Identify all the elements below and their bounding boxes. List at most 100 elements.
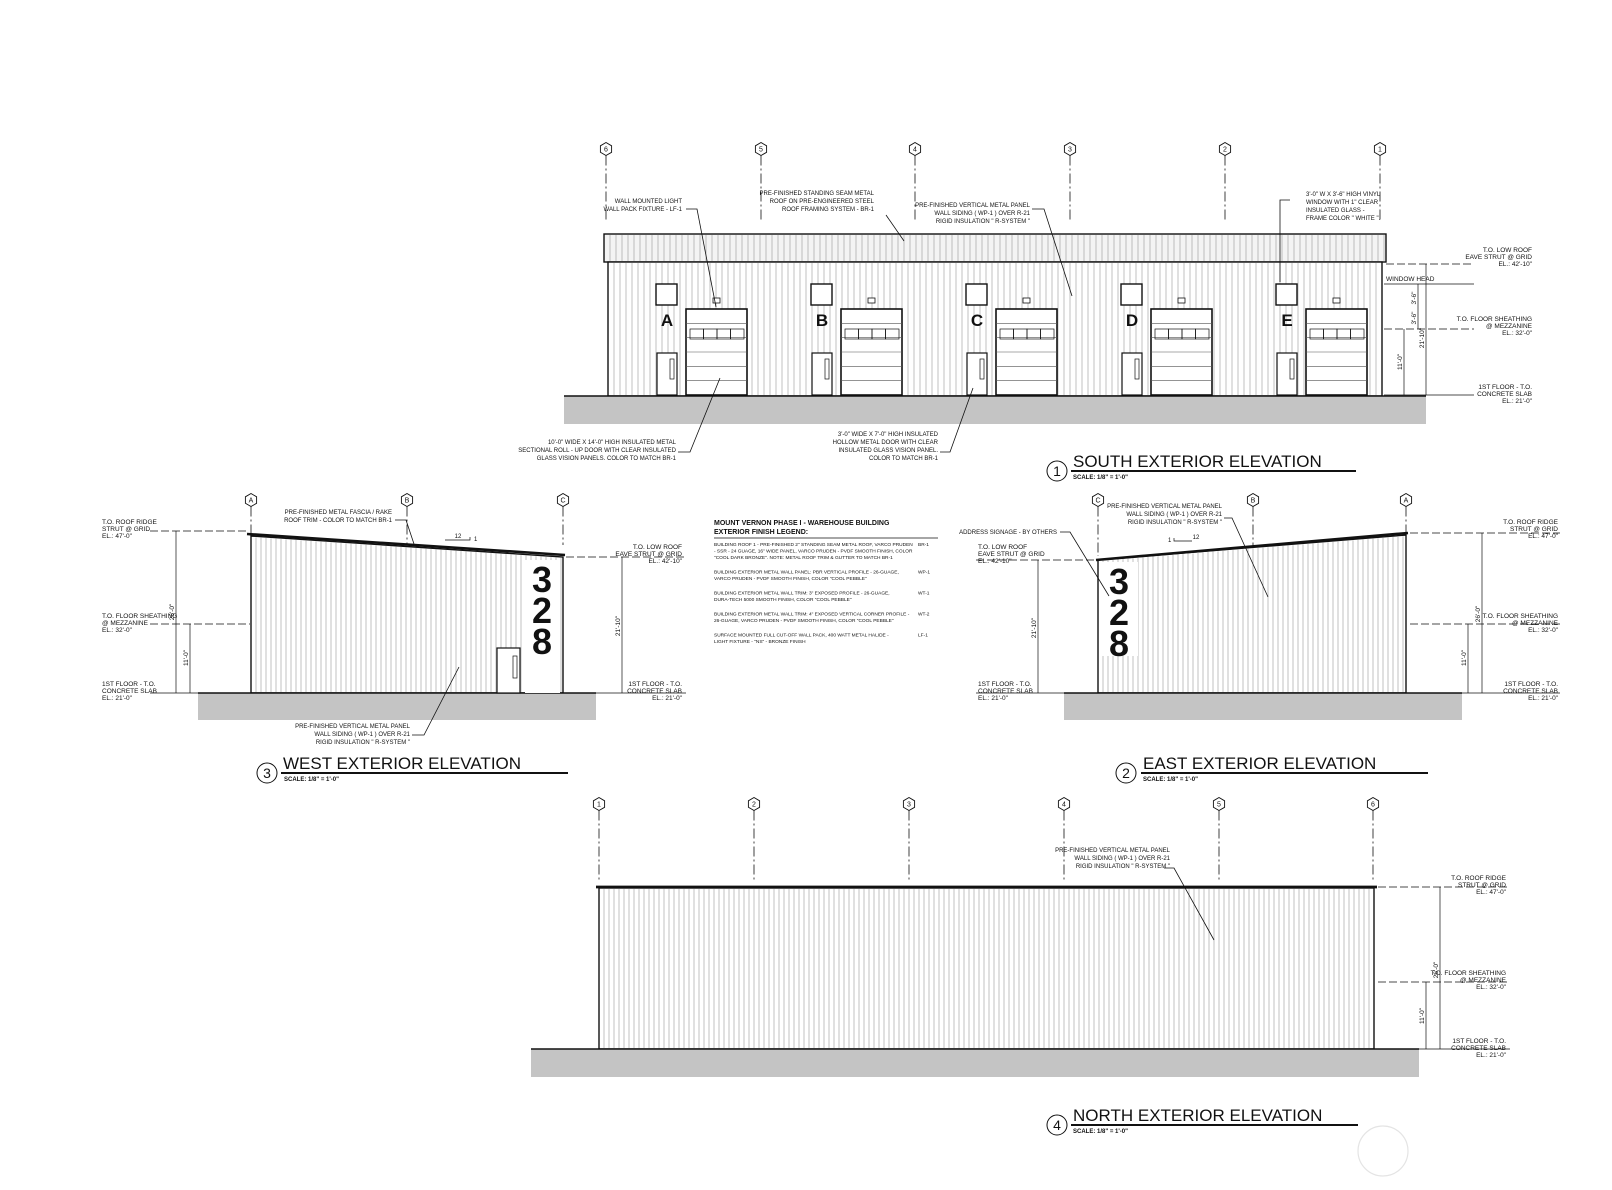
- east-title: EAST EXTERIOR ELEVATION: [1143, 754, 1376, 773]
- west-dim-3: 21'-10": [615, 615, 622, 636]
- sheet-mark-circle: [1357, 1125, 1409, 1177]
- north-title-bubble: [1046, 1114, 1068, 1136]
- south-level-lines: [1384, 263, 1474, 396]
- east-pitch-rise: 1: [1168, 538, 1172, 544]
- legend-item-text: BUILDING ROOF 1 - PRE-FINISHED 2" STANDI…: [714, 542, 913, 561]
- east-dim-3: 11'-0": [1461, 649, 1468, 666]
- legend-item-code: WT-1: [918, 591, 930, 597]
- east-grid-label: C: [1095, 498, 1100, 505]
- east-grid-label: B: [1251, 498, 1256, 505]
- south-window: [1275, 283, 1298, 306]
- north-scale: SCALE: 1/8" = 1'-0": [1073, 1129, 1128, 1135]
- south-bay: D: [1120, 283, 1213, 396]
- west-grid-label: B: [405, 498, 410, 505]
- legend-item-code: WP-1: [918, 570, 930, 576]
- south-dim-1: 3'-6": [1411, 291, 1418, 305]
- south-dim-4: 21'-10": [1419, 327, 1426, 348]
- south-grid-label: 2: [1223, 147, 1227, 154]
- south-wall-light: [867, 297, 876, 304]
- south-door-glass: [824, 358, 830, 380]
- south-dim-3: 11'-0": [1397, 353, 1404, 370]
- west-pitch-symbol: [445, 537, 471, 541]
- west-dim-1: 26'-0": [169, 603, 176, 620]
- east-pitch-symbol: [1173, 538, 1192, 542]
- south-bay-letter: A: [661, 311, 673, 330]
- east-level-lines: [976, 532, 1560, 694]
- south-leaders: [678, 199, 1290, 453]
- legend-item-code: BR-1: [918, 542, 929, 548]
- north-title: NORTH EXTERIOR ELEVATION: [1073, 1106, 1322, 1125]
- south-window: [1120, 283, 1143, 306]
- south-bay: E: [1275, 283, 1368, 396]
- south-vision-panel: [730, 328, 745, 340]
- south-bay-letter: D: [1126, 311, 1138, 330]
- south-grid-label: 6: [604, 147, 608, 154]
- south-wall-light: [1332, 297, 1341, 304]
- south-title: SOUTH EXTERIOR ELEVATION: [1073, 452, 1322, 471]
- south-grid-label: 4: [913, 147, 917, 154]
- exterior-finish-legend: MOUNT VERNON PHASE I - WAREHOUSE BUILDIN…: [714, 520, 938, 645]
- east-address-digit-1: 3: [1109, 561, 1129, 602]
- west-door-glass: [512, 655, 518, 679]
- south-wall-light: [1177, 297, 1186, 304]
- west-roof-trim: [246, 532, 566, 557]
- south-door-glass: [669, 358, 675, 380]
- west-pitch-rise: 1: [474, 537, 478, 543]
- east-dim-2: 26'-0": [1475, 605, 1482, 622]
- south-grid-label: 3: [1068, 147, 1072, 154]
- south-note-overhead-door: 10'-0" WIDE X 14'-0" HIGH INSULATED META…: [518, 440, 676, 462]
- west-address-digit-3: 8: [532, 621, 552, 662]
- north-level-lines: [1378, 886, 1510, 1050]
- south-grid-label: 1: [1378, 147, 1382, 154]
- west-pitch-run: 12: [455, 534, 462, 540]
- legend-item-code: LF-1: [918, 633, 928, 639]
- south-bays: A B C D E: [655, 283, 1368, 396]
- north-grid-label: 6: [1371, 802, 1375, 809]
- south-man-door: [966, 352, 988, 396]
- south-bay: C: [965, 283, 1058, 396]
- legend-title: MOUNT VERNON PHASE I - WAREHOUSE BUILDIN…: [714, 520, 890, 536]
- south-roof: [603, 233, 1387, 263]
- east-address-digit-2: 2: [1109, 592, 1129, 633]
- south-bay-letter: B: [816, 311, 828, 330]
- east-roof-trim: [1095, 531, 1409, 562]
- legend-item-text: BUILDING EXTERIOR METAL WALL TRIM: 4" EX…: [714, 612, 910, 625]
- north-dim-2: 11'-0": [1419, 1007, 1426, 1024]
- south-bay-letter: C: [971, 311, 983, 330]
- south-bay: B: [810, 283, 903, 396]
- west-title-bubble: [256, 762, 278, 784]
- south-wall-light: [712, 297, 721, 304]
- south-man-door: [1276, 352, 1298, 396]
- south-scale: SCALE: 1/8" = 1'-0": [1073, 475, 1128, 481]
- west-title-number: 3: [263, 765, 271, 781]
- north-grid-label: 5: [1217, 802, 1221, 809]
- south-ground: [564, 396, 1426, 424]
- south-bay: A: [655, 283, 748, 396]
- south-title-number: 1: [1053, 463, 1061, 479]
- east-ground: [1064, 693, 1462, 720]
- south-window: [810, 283, 833, 306]
- north-leaders: [1164, 867, 1215, 941]
- south-window: [655, 283, 678, 306]
- west-scale: SCALE: 1/8" = 1'-0": [284, 777, 339, 783]
- west-title: WEST EXTERIOR ELEVATION: [283, 754, 521, 773]
- east-address-digit-3: 8: [1109, 623, 1129, 664]
- south-vision-panel: [1040, 328, 1055, 340]
- east-wall: [1097, 534, 1407, 694]
- east-scale: SCALE: 1/8" = 1'-0": [1143, 777, 1198, 783]
- west-level-lines: [150, 530, 686, 694]
